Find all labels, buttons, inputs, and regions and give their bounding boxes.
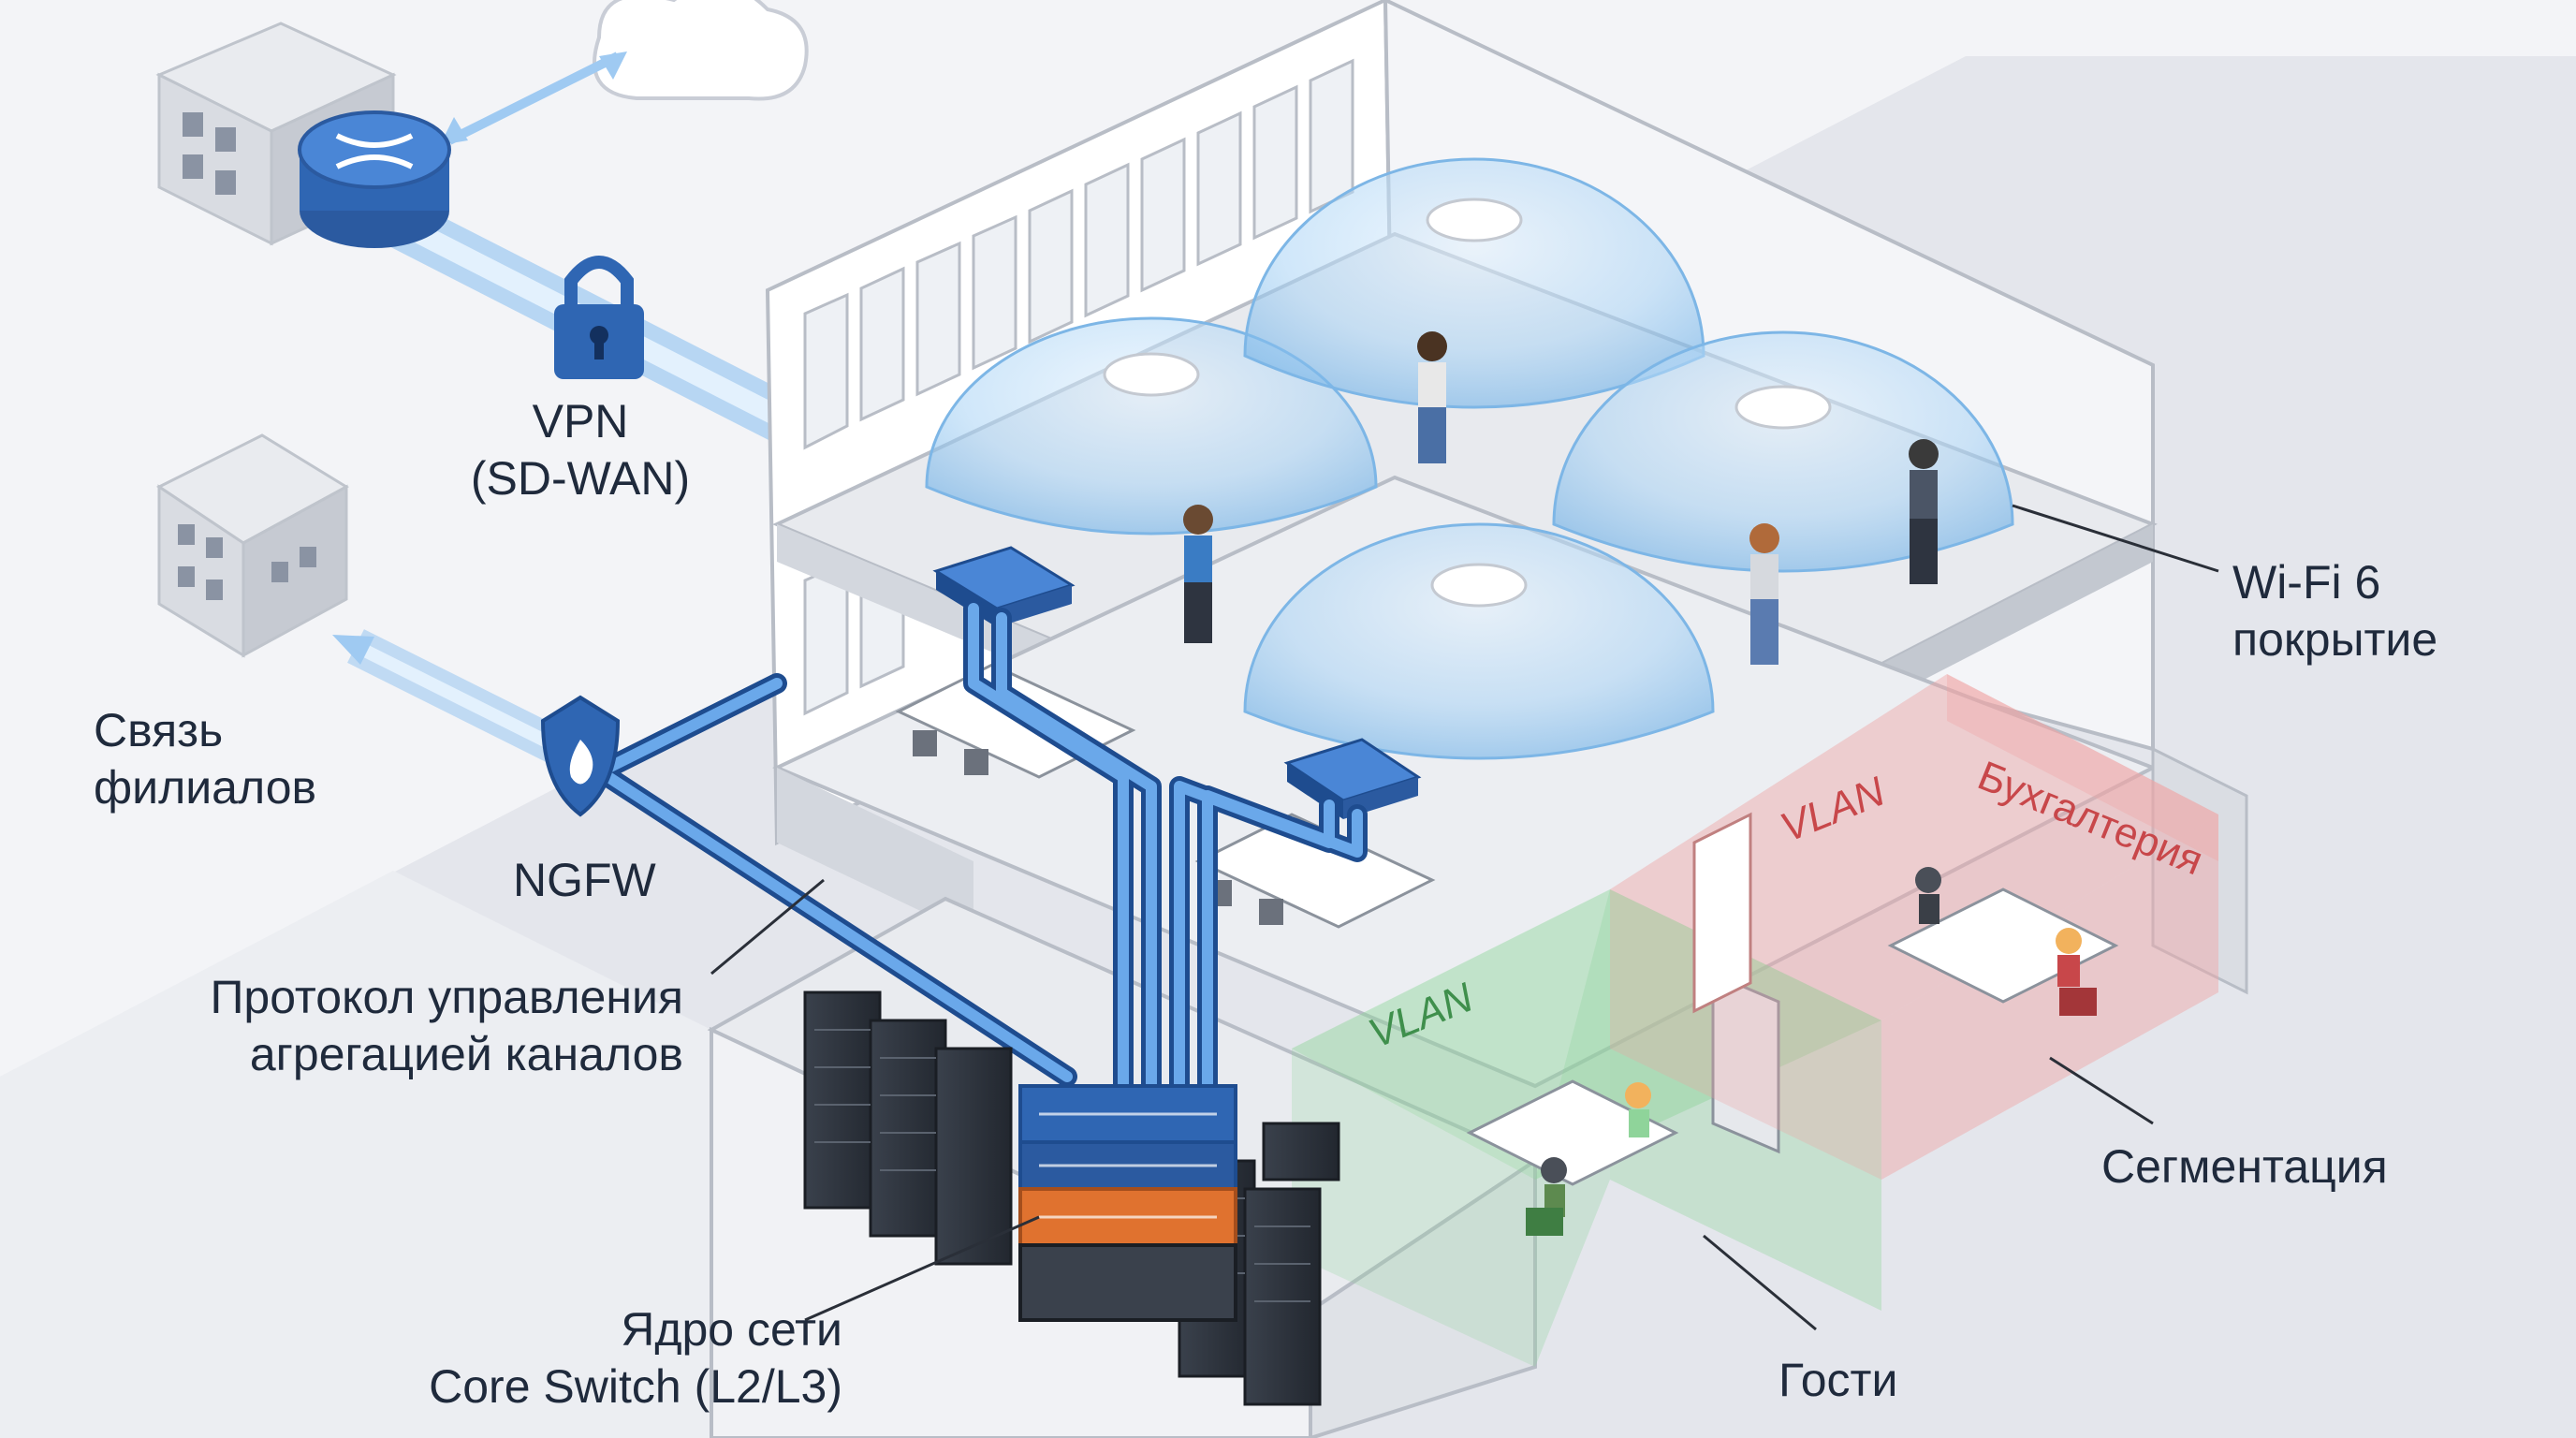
network-links bbox=[598, 598, 1368, 1096]
segmentation-label: Сегментация bbox=[2101, 1140, 2388, 1193]
lacp-label: Протокол управления агрегацией каналов bbox=[210, 971, 683, 1080]
guests-label: Гости bbox=[1778, 1354, 1898, 1406]
access-point-icon bbox=[1103, 198, 1832, 608]
accounting-desk bbox=[1887, 867, 2119, 1016]
guest-desk bbox=[1466, 1079, 1679, 1236]
wifi-users bbox=[1183, 331, 1939, 665]
core-switch bbox=[1018, 1084, 1237, 1322]
cloud-icon bbox=[593, 0, 809, 101]
wifi-coverage-label: Wi-Fi 6 покрытие bbox=[2232, 556, 2438, 666]
core-switch-label: Ядро сети Core Switch (L2/L3) bbox=[429, 1303, 842, 1413]
branch-link-label: Связь филиалов bbox=[94, 704, 317, 814]
branch-link-arrow bbox=[332, 629, 570, 766]
leader-lines bbox=[710, 504, 2219, 1331]
wifi-coverage bbox=[925, 157, 2014, 760]
building-icon bbox=[156, 433, 349, 658]
ngfw-label: NGFW bbox=[513, 854, 656, 906]
lock-icon bbox=[554, 256, 644, 379]
router-icon bbox=[298, 110, 451, 248]
firewall-shield-icon bbox=[540, 695, 621, 817]
server-rack-icon bbox=[803, 990, 1340, 1406]
vpn-label: VPN (SD-WAN) bbox=[470, 395, 691, 505]
flame-icon bbox=[569, 740, 593, 785]
accounting-vlan-zone bbox=[1610, 674, 2218, 1180]
vpn-cloud-arrow bbox=[440, 51, 627, 145]
